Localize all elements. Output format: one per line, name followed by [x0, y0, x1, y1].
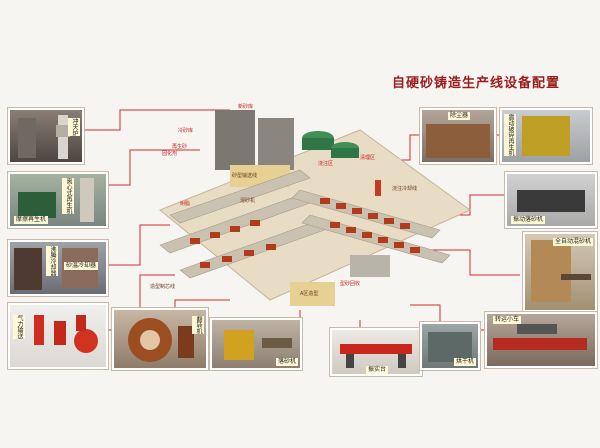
- thumb-cart: 转运小车: [485, 312, 597, 368]
- thumb-pump: 气力输送: [8, 303, 108, 369]
- vibration-table-icon: [340, 344, 412, 368]
- thumb-cooler: 沸腾冷却器 砂温冷却器: [8, 240, 108, 296]
- label-p4: 浇注区: [318, 161, 334, 167]
- line-recycler: [90, 149, 200, 186]
- thumb-turnover: 翻转机: [112, 308, 208, 370]
- thumb-recycler: 离心式再生机 摩擦再生机: [8, 172, 108, 228]
- thumb-vibro-rec: 震动破碎再生机: [500, 108, 592, 164]
- label-cupola: 冲天炉: [68, 118, 80, 136]
- label-turnover: 翻转机: [192, 316, 204, 334]
- label-sand-mixer-rec: 离心式再生机: [62, 178, 74, 214]
- label-cart: 转运小车: [493, 316, 522, 324]
- label-pouring-line: 浇注冷却线: [392, 186, 418, 192]
- line-cooler: [90, 224, 170, 266]
- label-sand-line: 砂型输送线: [232, 173, 258, 179]
- vibro-rec-icon: [522, 116, 570, 156]
- thumb-mixer: 全自动混砂机: [523, 232, 597, 312]
- dust-collector-icon: [426, 124, 490, 158]
- dryer-icon: [428, 332, 472, 362]
- label-vibro-table: 振动落砂机: [511, 216, 546, 224]
- tank-2-body: [331, 148, 359, 158]
- turnover-icon: [128, 318, 194, 362]
- label-p5: 清理区: [360, 155, 376, 161]
- label-p3: 新砂库: [238, 104, 254, 110]
- sand-tower-2: [258, 118, 294, 170]
- pump-icon: [34, 315, 98, 353]
- thumb-cupola: 冲天炉: [8, 108, 84, 164]
- red-pillar: [375, 180, 381, 196]
- label-sand-cart: 落砂机: [275, 358, 298, 366]
- factory-floor: [159, 129, 471, 301]
- label-p1: 冷砂库: [178, 128, 194, 134]
- thumb-vibro-table: 振动落砂机: [505, 172, 597, 228]
- line-cupola: [60, 109, 230, 131]
- label-mold-area: A区造型: [300, 291, 319, 297]
- thumb-sand-cart: 落砂机: [210, 318, 302, 370]
- line-mixer: [420, 249, 520, 276]
- tank-1-body: [302, 138, 334, 150]
- label-cooling-tower: 沸腾冷却器: [46, 246, 58, 276]
- label-p6: 型砂回收: [340, 281, 361, 287]
- cart-icon: [493, 324, 587, 350]
- thumb-vibration-table: 振实台: [330, 328, 422, 376]
- sand-cart-icon: [224, 330, 292, 360]
- mold-area-block: [290, 282, 335, 306]
- label-p7: 树脂: [180, 201, 191, 207]
- cupola-icon: [18, 115, 70, 159]
- label-vibro-rec: 震动破碎再生机: [504, 114, 516, 156]
- label-pump: 气力输送: [13, 315, 25, 339]
- label-p8: 固化剂: [162, 151, 178, 157]
- mold-boxes: [190, 198, 420, 268]
- recycler-icon: [18, 178, 94, 222]
- vibro-table-icon: [517, 190, 585, 212]
- thumb-dryer: 烘干机: [420, 322, 480, 370]
- mixer-icon: [531, 240, 591, 302]
- label-mixer: 全自动混砂机: [552, 238, 593, 246]
- label-dryer: 烘干机: [453, 358, 476, 366]
- sand-tower-1: [215, 110, 255, 170]
- gantry-frame: [350, 255, 390, 277]
- diagram-title: 自硬砂铸造生产线设备配置: [392, 76, 561, 91]
- label-sand-cooler: 砂温冷却器: [64, 262, 99, 270]
- label-vibration-table: 振实台: [366, 366, 389, 374]
- label-core-line: 造型制芯线: [150, 284, 176, 290]
- label-mixer2: 混砂机: [240, 198, 256, 204]
- label-friction-rec: 摩擦再生机: [14, 216, 49, 224]
- label-dust-collector: 除尘器: [448, 112, 471, 120]
- thumb-dust: 除尘器: [420, 108, 496, 164]
- label-p2: 再生砂: [172, 144, 188, 150]
